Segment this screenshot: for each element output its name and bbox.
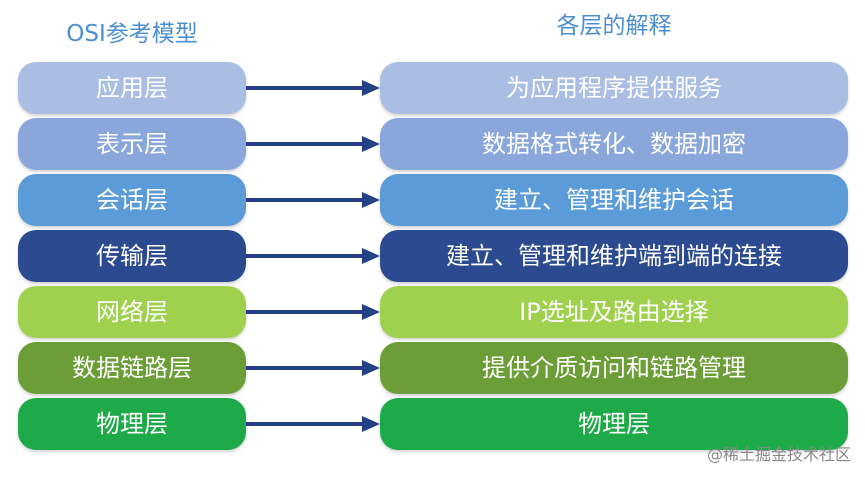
arrow-icon	[246, 304, 380, 320]
desc-box: 物理层	[380, 398, 848, 450]
layer-box: 表示层	[18, 118, 246, 170]
desc-box: 提供介质访问和链路管理	[380, 342, 848, 394]
row-physical: 物理层 物理层	[0, 398, 865, 450]
arrow-icon	[246, 136, 380, 152]
layer-explanation-header: 各层的解释	[556, 13, 672, 39]
layer-box: 数据链路层	[18, 342, 246, 394]
row-transport: 传输层 建立、管理和维护端到端的连接	[0, 230, 865, 282]
row-application: 应用层 为应用程序提供服务	[0, 62, 865, 114]
arrow-icon	[246, 360, 380, 376]
desc-box: 为应用程序提供服务	[380, 62, 848, 114]
watermark: @稀土掘金技术社区	[706, 445, 851, 464]
layer-box: 网络层	[18, 286, 246, 338]
layer-box: 应用层	[18, 62, 246, 114]
layer-box: 物理层	[18, 398, 246, 450]
arrow-icon	[246, 80, 380, 96]
layer-box: 会话层	[18, 174, 246, 226]
osi-model-header: OSI参考模型	[66, 21, 198, 47]
row-data-link: 数据链路层 提供介质访问和链路管理	[0, 342, 865, 394]
arrow-icon	[246, 248, 380, 264]
row-session: 会话层 建立、管理和维护会话	[0, 174, 865, 226]
arrow-icon	[246, 192, 380, 208]
desc-box: 建立、管理和维护会话	[380, 174, 848, 226]
desc-box: 数据格式转化、数据加密	[380, 118, 848, 170]
desc-box: IP选址及路由选择	[380, 286, 848, 338]
row-presentation: 表示层 数据格式转化、数据加密	[0, 118, 865, 170]
layer-box: 传输层	[18, 230, 246, 282]
arrow-icon	[246, 416, 380, 432]
desc-box: 建立、管理和维护端到端的连接	[380, 230, 848, 282]
row-network: 网络层 IP选址及路由选择	[0, 286, 865, 338]
